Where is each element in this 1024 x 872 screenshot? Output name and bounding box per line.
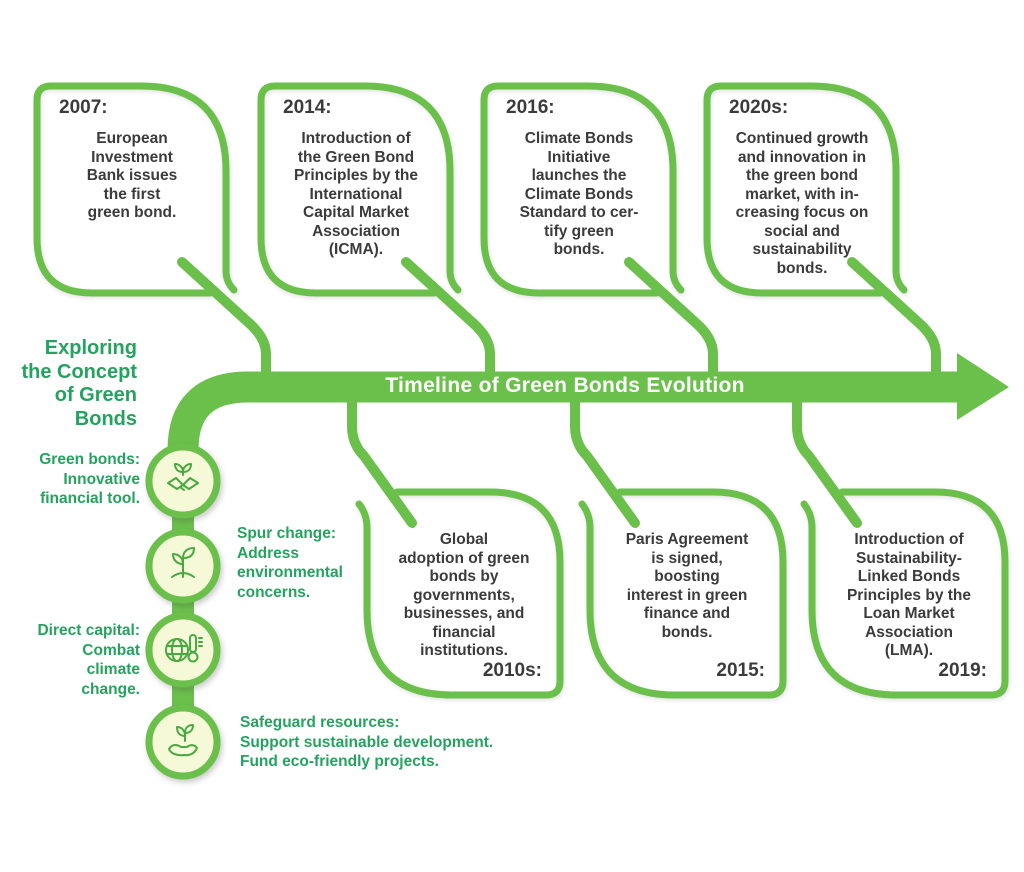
label-spur-change: Spur change: Address environmental conce… — [237, 525, 343, 601]
label-safeguard-resources: Safeguard resources: Support sustainable… — [240, 714, 494, 770]
globe-thermometer-icon — [160, 627, 206, 673]
bubble-2010s — [359, 492, 560, 695]
bubble-2016 — [484, 86, 681, 293]
bubble-2014 — [261, 86, 458, 293]
year-label: 2020s: — [729, 97, 789, 118]
seedling-icon — [160, 543, 206, 589]
bubble-2016-content: 2016: Climate Bonds Initiative launches … — [493, 97, 665, 260]
bubble-2007-content: 2007: European Investment Bank issues th… — [46, 97, 218, 223]
year-label: 2010s: — [482, 660, 542, 681]
year-label: 2016: — [506, 97, 555, 118]
hand-holding-plant-icon — [160, 719, 206, 765]
label-green-bonds: Green bonds: Innovative financial tool. — [39, 451, 140, 507]
concept-heading: Exploring the Concept of Green Bonds — [21, 337, 137, 430]
bubble-body: Climate Bonds Initiative launches the Cl… — [519, 130, 639, 258]
bubble-2020s — [707, 86, 904, 293]
bubble-2020s-content: 2020s: Continued growth and innovation i… — [716, 97, 888, 278]
bubble-2007 — [37, 86, 234, 293]
bubble-body: Continued growth and innovation in the g… — [735, 130, 869, 277]
year-label: 2014: — [283, 97, 332, 118]
handshake-sprout-icon — [160, 458, 206, 504]
top-bubble-stems — [182, 262, 936, 374]
bubble-2015-body: Paris Agreement is signed, boosting inte… — [625, 531, 749, 641]
bottom-bubbles — [359, 492, 1005, 695]
timeline-title: Timeline of Green Bonds Evolution — [385, 374, 745, 397]
bubble-2010s-body: Global adoption of green bonds by govern… — [398, 531, 530, 659]
bubble-body: European Investment Bank issues the firs… — [86, 130, 178, 221]
top-bubbles — [37, 86, 904, 293]
bottom-bubble-stems — [352, 400, 857, 523]
year-label: 2019: — [938, 660, 987, 681]
bubble-2015 — [582, 492, 783, 695]
bubble-2014-content: 2014: Introduction of the Green Bond Pri… — [270, 97, 442, 260]
arrow-head-icon — [957, 353, 1009, 420]
year-label: 2007: — [59, 97, 108, 118]
bubble-2019 — [804, 492, 1005, 695]
year-label: 2015: — [716, 660, 765, 681]
bubble-2019-body: Introduction of Sustainability- Linked B… — [846, 531, 972, 659]
bubble-body: Introduction of the Green Bond Principle… — [293, 130, 419, 258]
label-direct-capital: Direct capital: Combat climate change. — [37, 622, 140, 698]
